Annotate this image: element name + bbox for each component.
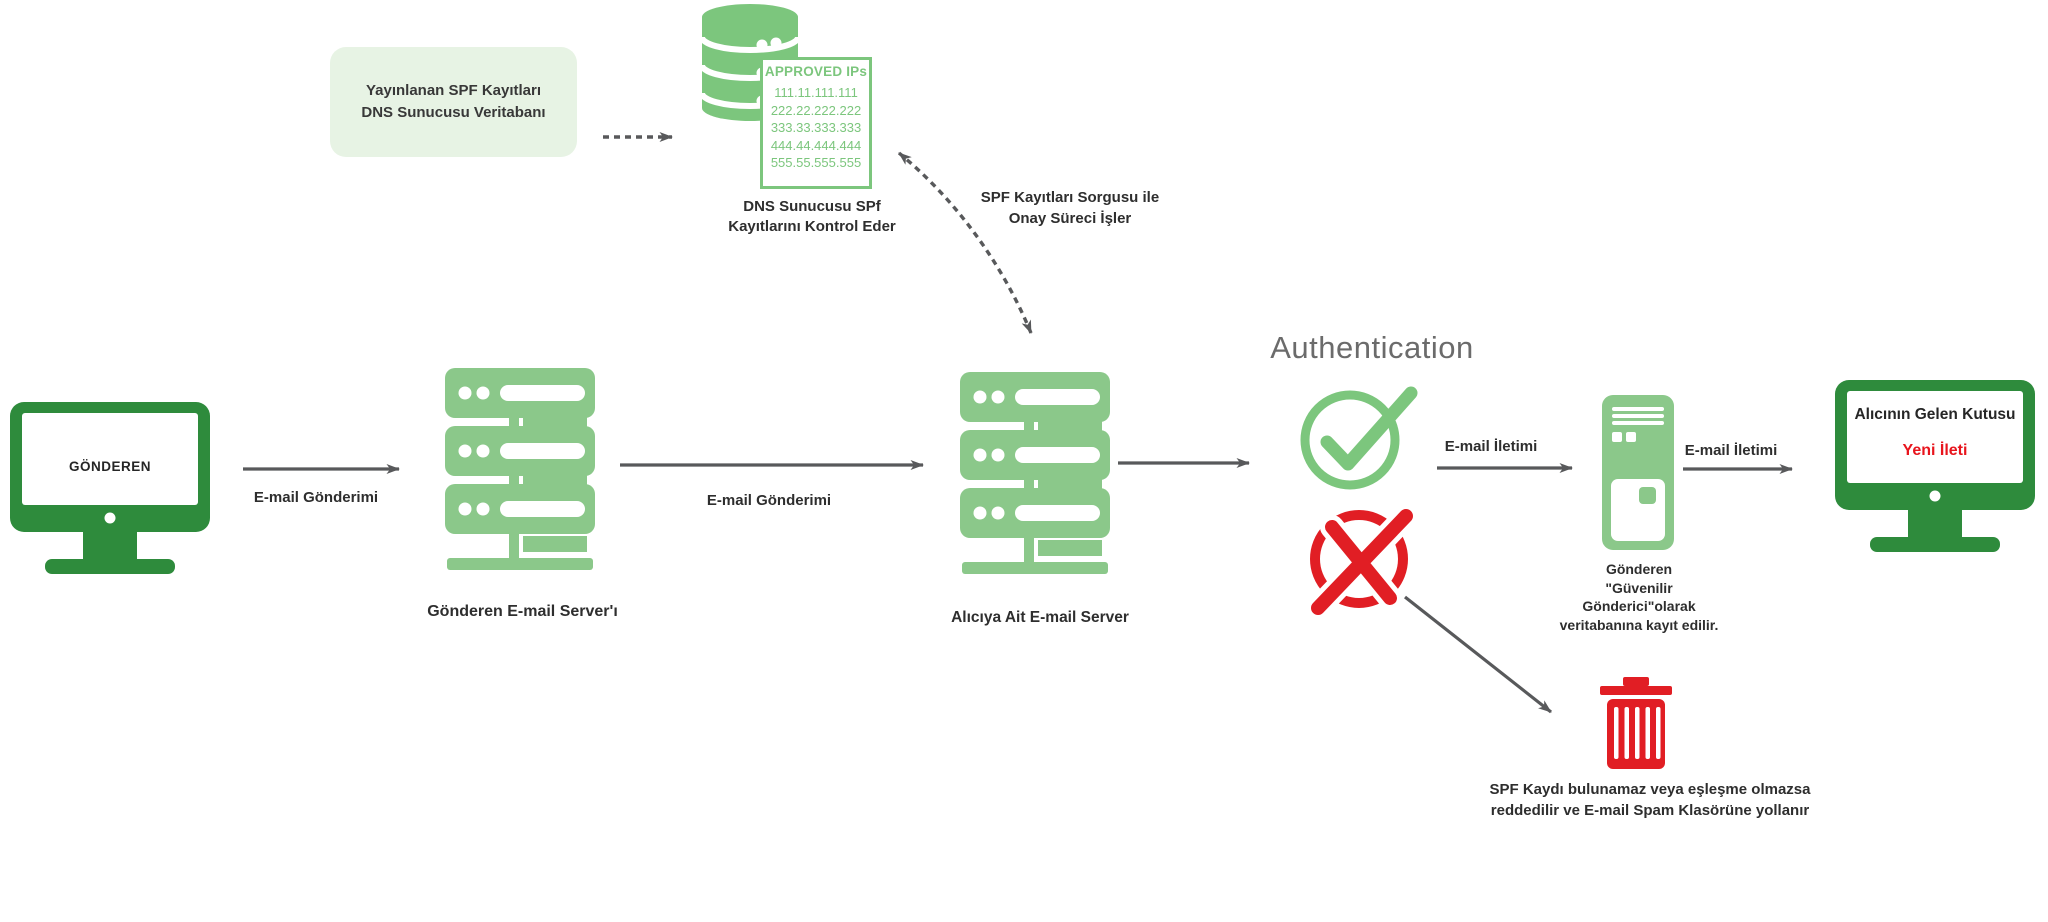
approved-ips-title: APPROVED IPs: [764, 64, 868, 79]
ip-entry: 333.33.333.333: [770, 120, 862, 135]
published-spf-records-box: Yayınlanan SPF Kayıtları DNS Sunucusu Ve…: [330, 47, 577, 157]
trusted-sender-line3: veritabanına kayıt edilir.: [1559, 616, 1719, 633]
spam-note-line1: SPF Kaydı bulunamaz veya eşleşme olmazsa: [1489, 781, 1811, 798]
trusted-sender-line1: Gönderen: [1605, 561, 1673, 577]
cross-circle-icon: [1306, 504, 1418, 620]
sender-server-caption: Gönderen E-mail Server'ı: [427, 603, 618, 620]
ip-entry: 555.55.555.555: [770, 155, 862, 170]
send-label-1: E-mail Gönderimi: [253, 489, 379, 506]
tower-server-icon: [1602, 395, 1674, 550]
recipient-computer-icon: [1835, 380, 2035, 552]
deliver-label-2: E-mail İletimi: [1684, 442, 1778, 459]
deliver-label-1: E-mail İletimi: [1444, 438, 1538, 455]
spam-note-line2: reddedilir ve E-mail Spam Klasörüne yoll…: [1490, 801, 1810, 819]
spf-box-line2: DNS Sunucusu Veritabanı: [361, 104, 546, 121]
recipient-server-icon: [960, 372, 1110, 574]
trash-icon: [1600, 677, 1672, 769]
dashed-arrow-spf-query: [897, 151, 1033, 334]
spf-query-line2: Onay Süreci İşler: [1008, 210, 1132, 227]
sender-screen-label: GÖNDEREN: [68, 459, 151, 474]
dns-caption-line2: Kayıtlarını Kontrol Eder: [728, 218, 896, 235]
recipient-server-caption: Alıcıya Ait E-mail Server: [951, 609, 1129, 626]
spam-note: SPF Kaydı bulunamaz veya eşleşme olmazsa…: [1478, 780, 1822, 821]
spf-box-line1: Yayınlanan SPF Kayıtları: [365, 82, 542, 99]
dns-caption-line1: DNS Sunucusu SPf: [743, 198, 881, 215]
ip-entry: 444.44.444.444: [770, 137, 862, 153]
check-circle-icon: [1300, 386, 1418, 490]
arrow-cross-to-trash: [1404, 595, 1552, 714]
inbox-title: Alıcının Gelen Kutusu: [1854, 406, 2016, 423]
ip-entry: 111.11.111.111: [774, 85, 858, 100]
sender-computer-icon: [10, 402, 210, 574]
spf-query-line1: SPF Kayıtları Sorgusu ile: [980, 189, 1160, 206]
approved-ips-list: 111.11.111.111 222.22.222.222 333.33.333…: [763, 84, 869, 172]
spf-query-label: SPF Kayıtları Sorgusu ile Onay Süreci İş…: [950, 187, 1190, 229]
authentication-title: Authentication: [1270, 330, 1474, 365]
ip-entry: 222.22.222.222: [770, 102, 862, 118]
new-message-label: Yeni İleti: [1902, 442, 1968, 459]
trusted-sender-caption: Gönderen "Güvenilir Gönderici"olarak ver…: [1548, 560, 1730, 634]
dns-caption: DNS Sunucusu SPf Kayıtlarını Kontrol Ede…: [697, 197, 927, 237]
trusted-sender-line2: "Güvenilir Gönderici"olarak: [1582, 579, 1696, 615]
sender-server-icon: [445, 368, 595, 570]
send-label-2: E-mail Gönderimi: [706, 492, 832, 509]
approved-ips-card: APPROVED IPs 111.11.111.111 222.22.222.2…: [760, 57, 872, 189]
